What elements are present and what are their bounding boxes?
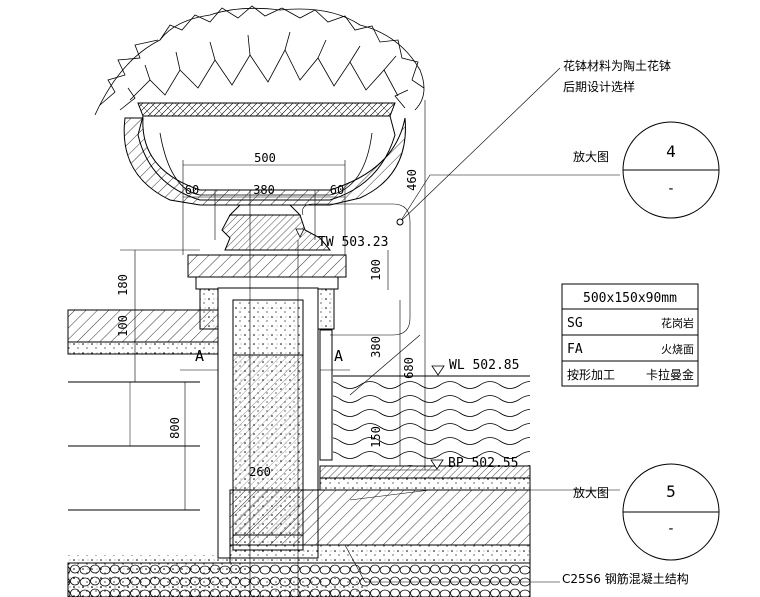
dim-180: 180 <box>116 274 130 296</box>
dim-150: 150 <box>369 426 383 448</box>
planter-note-line2: 后期设计选样 <box>563 79 635 94</box>
detail-5-sheet: - <box>667 521 675 537</box>
dimension-lines <box>120 67 620 595</box>
enlarge-note-2: 放大图 <box>573 485 609 500</box>
planter-pot <box>123 102 406 216</box>
pool-floor <box>67 465 531 597</box>
material-row-1-desc: 花岗岩 <box>661 316 694 330</box>
dim-500: 500 <box>254 151 276 165</box>
dim-680: 680 <box>402 357 416 379</box>
plant-foliage <box>94 5 425 116</box>
material-row-3-code: 按形加工 <box>567 368 615 382</box>
material-table <box>561 283 699 387</box>
elevation-tw: TW 503.23 <box>318 235 388 250</box>
water-pool <box>333 375 530 466</box>
dim-60-left: 60 <box>185 183 199 197</box>
detail-callout-4[interactable]: 4 - <box>622 121 720 219</box>
material-table-header: 500x150x90mm <box>583 291 677 306</box>
section-mark-left: A <box>195 347 204 365</box>
dim-100-left: 100 <box>116 315 130 337</box>
elevation-bp: BP 502.55 <box>448 456 518 471</box>
detail-4-number: 4 <box>666 142 676 161</box>
dim-260: 260 <box>249 465 271 479</box>
enlarge-note-1: 放大图 <box>573 149 609 164</box>
dim-380-vertical: 380 <box>369 336 383 358</box>
dim-800: 800 <box>168 417 182 439</box>
concrete-note: C25S6 钢筋混凝土结构 <box>562 571 689 586</box>
planter-note-line1: 花钵材料为陶土花钵 <box>563 58 671 73</box>
material-row-2-desc: 火烧面 <box>661 343 694 356</box>
elevation-wl: WL 502.85 <box>449 358 519 373</box>
dim-460: 460 <box>405 169 419 191</box>
material-row-2-code: FA <box>567 342 583 357</box>
section-mark-right: A <box>334 347 343 365</box>
detail-callout-5[interactable]: 5 - <box>622 463 720 561</box>
detail-4-sheet: - <box>667 181 675 197</box>
material-row-3-desc: 卡拉曼金 <box>646 367 694 382</box>
material-row-1-code: SG <box>567 316 583 331</box>
dim-60-right: 60 <box>330 183 344 197</box>
detail-5-number: 5 <box>666 482 676 501</box>
leader-origin <box>396 218 404 226</box>
dim-380-top: 380 <box>253 183 275 197</box>
elevation-markers <box>295 228 445 470</box>
dim-100-right: 100 <box>369 259 383 281</box>
